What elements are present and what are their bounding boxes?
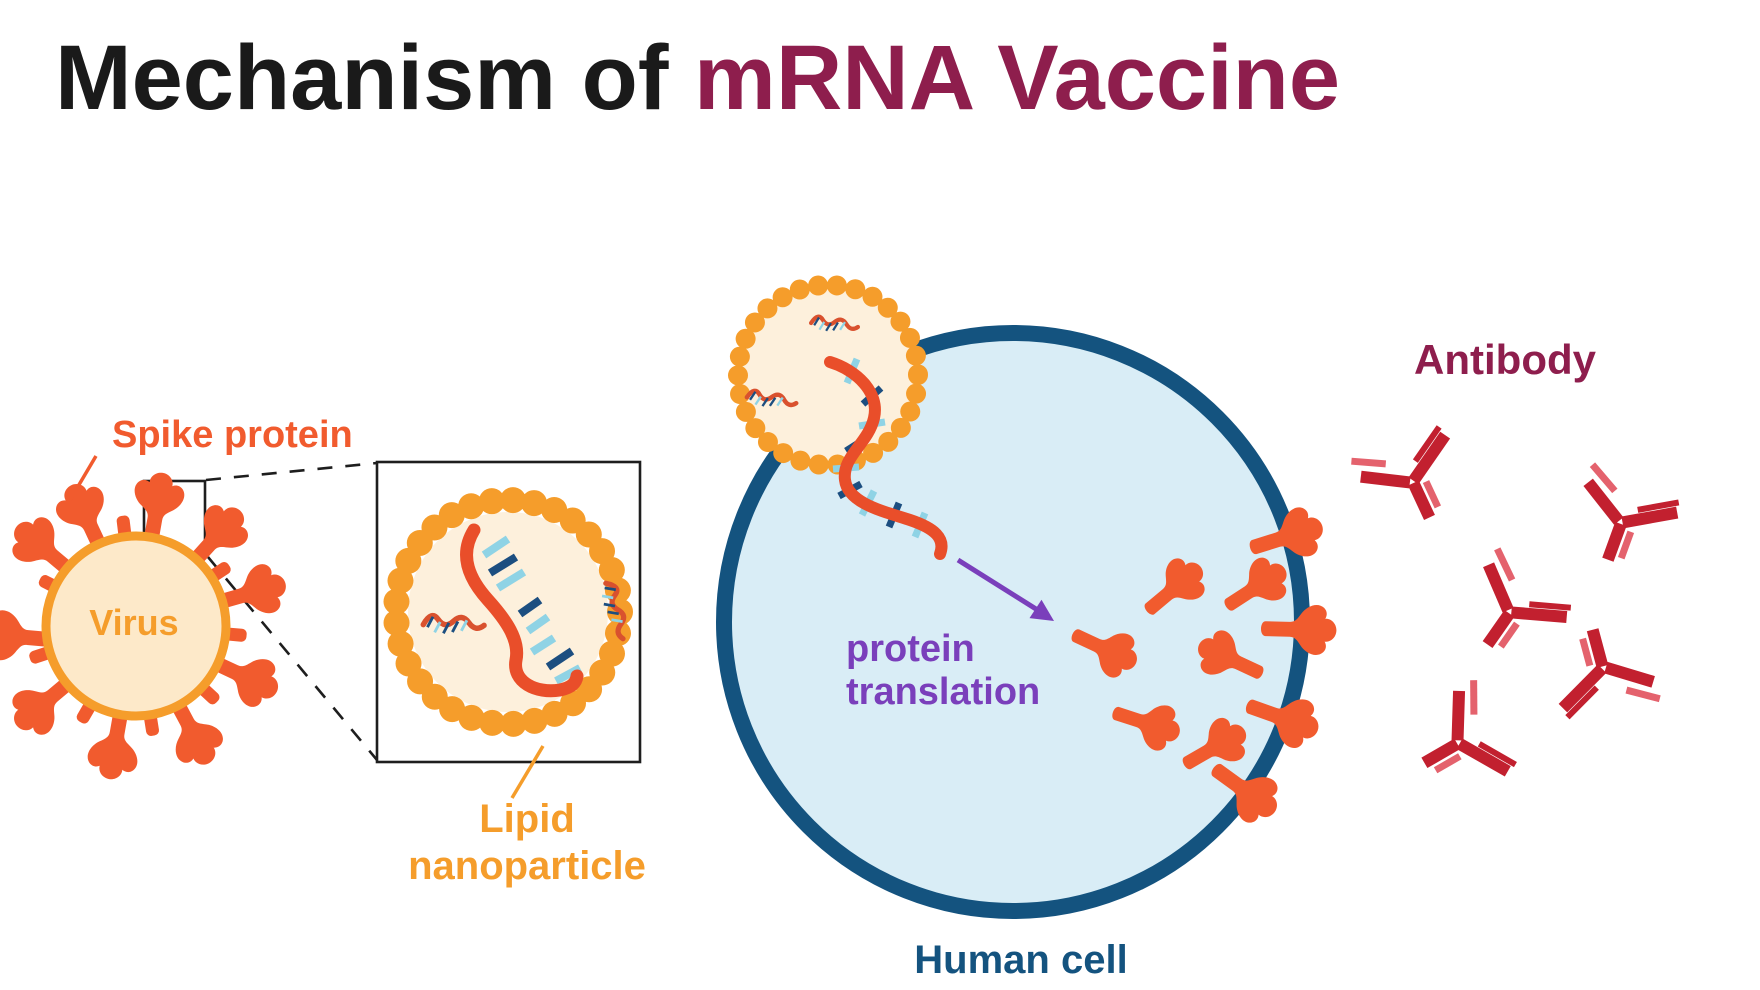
antibody-label: Antibody	[1414, 336, 1596, 383]
antibody-icons	[1351, 421, 1682, 806]
title-accent: mRNA Vaccine	[694, 27, 1340, 129]
mrna-entering-cell	[824, 356, 948, 560]
magnification-dashed-lines	[205, 461, 378, 761]
mrna-strand-large	[460, 523, 584, 698]
lipid-pointer-line	[510, 745, 545, 799]
protein-translation-arrow	[956, 557, 1054, 621]
lipid-nanoparticle-zoom-box	[375, 460, 642, 764]
page-title: Mechanism of mRNA Vaccine	[55, 26, 1340, 131]
spike-protein-label: Spike protein	[112, 414, 353, 456]
virus-icon	[0, 468, 293, 784]
human-cell-label: Human cell	[914, 938, 1128, 982]
fusing-nanoparticle-icon	[728, 275, 928, 475]
virus-label: Virus	[89, 602, 179, 643]
title-prefix: Mechanism of	[55, 27, 695, 129]
spike-protein-pointer-line	[68, 455, 98, 501]
